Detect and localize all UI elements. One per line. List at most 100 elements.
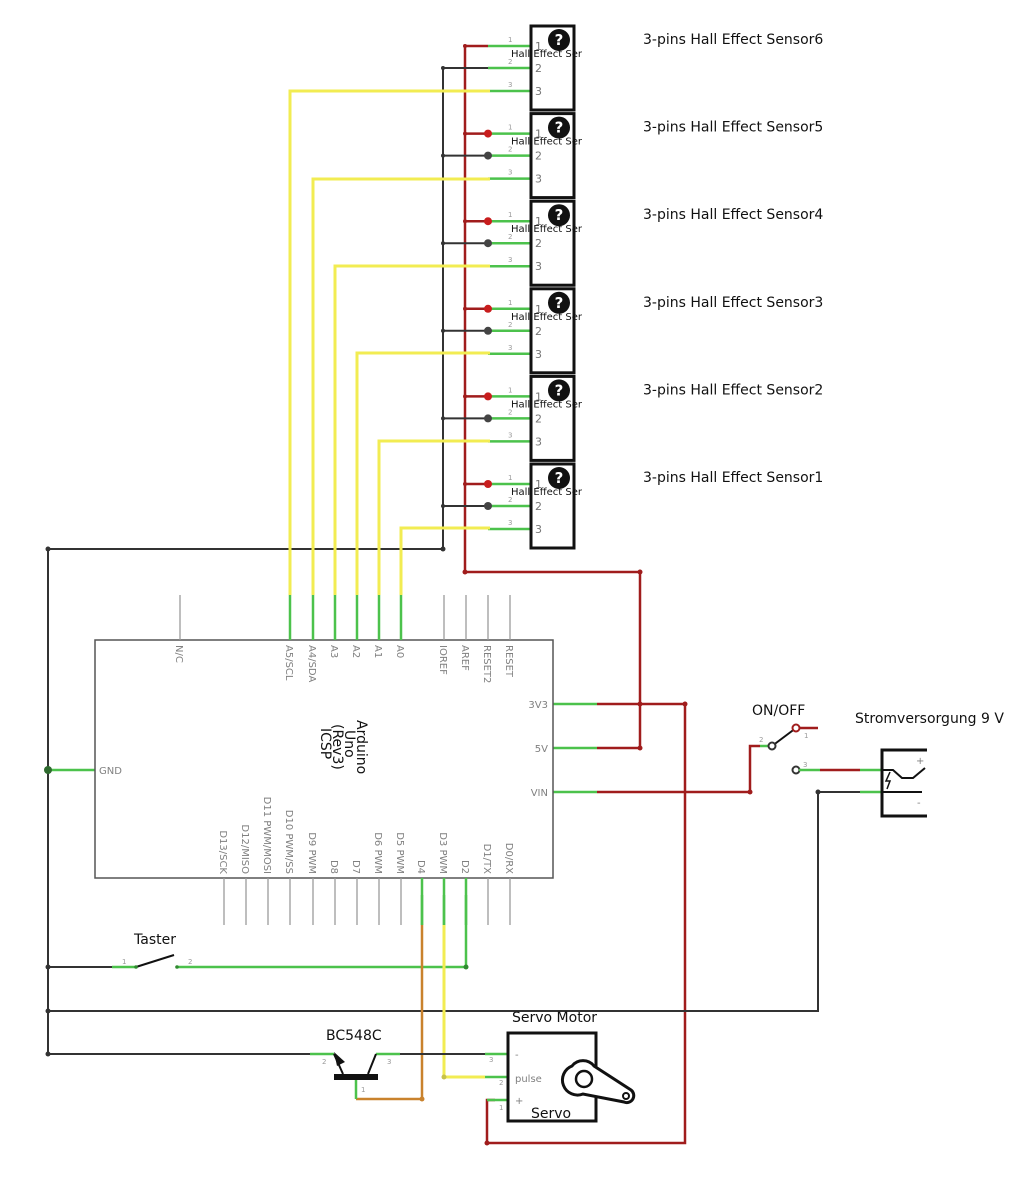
servo-motor[interactable]: Servo Motor - pulse + Servo 3 2 1 bbox=[489, 1010, 636, 1123]
pin-number: 3 bbox=[803, 761, 807, 769]
pin-label: D5 PWM bbox=[394, 832, 405, 874]
pin-number: 1 bbox=[508, 36, 512, 44]
switch-lever bbox=[771, 727, 797, 747]
on-off-switch[interactable]: ON/OFF 2 1 3 bbox=[752, 703, 820, 775]
servo-pin-label: - bbox=[515, 1050, 519, 1061]
vcc-node bbox=[484, 217, 492, 226]
junction bbox=[815, 789, 821, 795]
pin-number: 3 bbox=[387, 1058, 391, 1066]
junction bbox=[45, 1008, 51, 1014]
sensor-label: 3-pins Hall Effect Sensor6 bbox=[643, 32, 823, 48]
pin-label-3v3: 3V3 bbox=[528, 700, 548, 711]
servo-title: Servo Motor bbox=[512, 1010, 597, 1026]
transistor-bc548c: BC548C 2 3 1 bbox=[322, 1028, 391, 1094]
sensor-pin-number: 3 bbox=[535, 173, 542, 186]
pin-label: D12/MISO bbox=[239, 824, 250, 874]
sensor-inner-label: Hall Effect Ser bbox=[511, 224, 583, 235]
pin-number: 1 bbox=[508, 124, 512, 132]
arduino-title-line: Uno bbox=[341, 730, 357, 758]
pin-label: A4/SDA bbox=[306, 645, 317, 682]
junction bbox=[419, 1096, 425, 1102]
arduino-body[interactable] bbox=[94, 639, 554, 879]
pin-label-vin: VIN bbox=[531, 788, 548, 799]
transistor-label: BC548C bbox=[326, 1028, 382, 1044]
pin-number: 1 bbox=[499, 1104, 503, 1112]
sensor-pin-number: 1 bbox=[535, 390, 542, 403]
switch-contact bbox=[791, 723, 801, 733]
gnd-node bbox=[484, 414, 492, 423]
signal-a4 bbox=[311, 177, 490, 595]
junction bbox=[463, 482, 467, 486]
pin-label: D8 bbox=[328, 860, 339, 874]
pin-number: 3 bbox=[508, 431, 512, 439]
pin-label: D2 bbox=[459, 860, 470, 874]
junction bbox=[637, 701, 643, 707]
unknown-part-icon: ? bbox=[548, 29, 570, 51]
pin-label: RESET2 bbox=[481, 645, 492, 683]
taster-button[interactable]: Taster 1 2 bbox=[122, 932, 192, 969]
pin-number: 1 bbox=[508, 211, 512, 219]
junction bbox=[463, 394, 467, 399]
pin-label: N/C bbox=[173, 645, 184, 663]
junction bbox=[441, 328, 445, 333]
sensor-inner-label: Hall Effect Ser bbox=[511, 137, 583, 148]
emitter-arrow-icon bbox=[334, 1052, 345, 1066]
question-mark: ? bbox=[555, 469, 564, 487]
transistor-base-bar bbox=[334, 1074, 378, 1080]
pin-label: D3 PWM bbox=[437, 832, 448, 874]
question-mark: ? bbox=[555, 206, 564, 224]
sensor-pin-number: 3 bbox=[535, 260, 542, 273]
junction bbox=[462, 569, 468, 575]
switch-contact bbox=[767, 741, 777, 751]
gnd-node bbox=[484, 239, 492, 248]
pin-label: A2 bbox=[350, 645, 361, 658]
arduino-title-line: (Rev3) bbox=[329, 724, 345, 770]
pin-number: 2 bbox=[759, 736, 763, 744]
pin-number: 2 bbox=[322, 1058, 326, 1066]
vcc-node bbox=[484, 392, 492, 401]
junction bbox=[463, 44, 467, 48]
sensor-pin-number: 3 bbox=[535, 435, 542, 448]
pin-label: RESET bbox=[503, 645, 514, 678]
pin-number: 2 bbox=[508, 58, 512, 66]
sensor-pin-number: 1 bbox=[535, 478, 542, 491]
gnd-junction bbox=[44, 766, 52, 774]
sensor-pin-number: 1 bbox=[535, 215, 542, 228]
pin-label: D6 PWM bbox=[372, 832, 383, 874]
pin-label-5v: 5V bbox=[535, 744, 548, 755]
pin-label: D7 bbox=[350, 860, 361, 874]
taster-contact bbox=[175, 965, 179, 969]
junction bbox=[441, 153, 445, 158]
junction bbox=[463, 964, 469, 970]
lightning-icon bbox=[884, 771, 892, 790]
gnd-node bbox=[484, 502, 492, 510]
power-bracket bbox=[880, 748, 927, 818]
unknown-part-icon: ? bbox=[548, 379, 570, 402]
pin-label: D11 PWM/MOSI bbox=[261, 797, 272, 874]
pin-number: 3 bbox=[508, 81, 512, 89]
pin-label-gnd: GND bbox=[99, 766, 122, 777]
junction bbox=[441, 241, 445, 246]
sensor-inner-label: Hall Effect Ser bbox=[511, 312, 583, 323]
servo-pin-label: pulse bbox=[515, 1074, 542, 1085]
pin-label: IOREF bbox=[437, 645, 448, 675]
pin-label: D4 bbox=[415, 860, 426, 874]
vcc-node bbox=[484, 304, 492, 313]
question-mark: ? bbox=[555, 31, 564, 49]
pin-label: A5/SCL bbox=[283, 645, 294, 681]
signal-a1 bbox=[377, 439, 490, 595]
pin-number: 1 bbox=[361, 1086, 365, 1094]
taster-contact bbox=[134, 965, 138, 969]
junction bbox=[45, 964, 51, 970]
servo-horn-icon bbox=[560, 1059, 636, 1105]
unknown-part-icon: ? bbox=[548, 467, 570, 489]
sensor-label: 3-pins Hall Effect Sensor5 bbox=[643, 120, 823, 136]
